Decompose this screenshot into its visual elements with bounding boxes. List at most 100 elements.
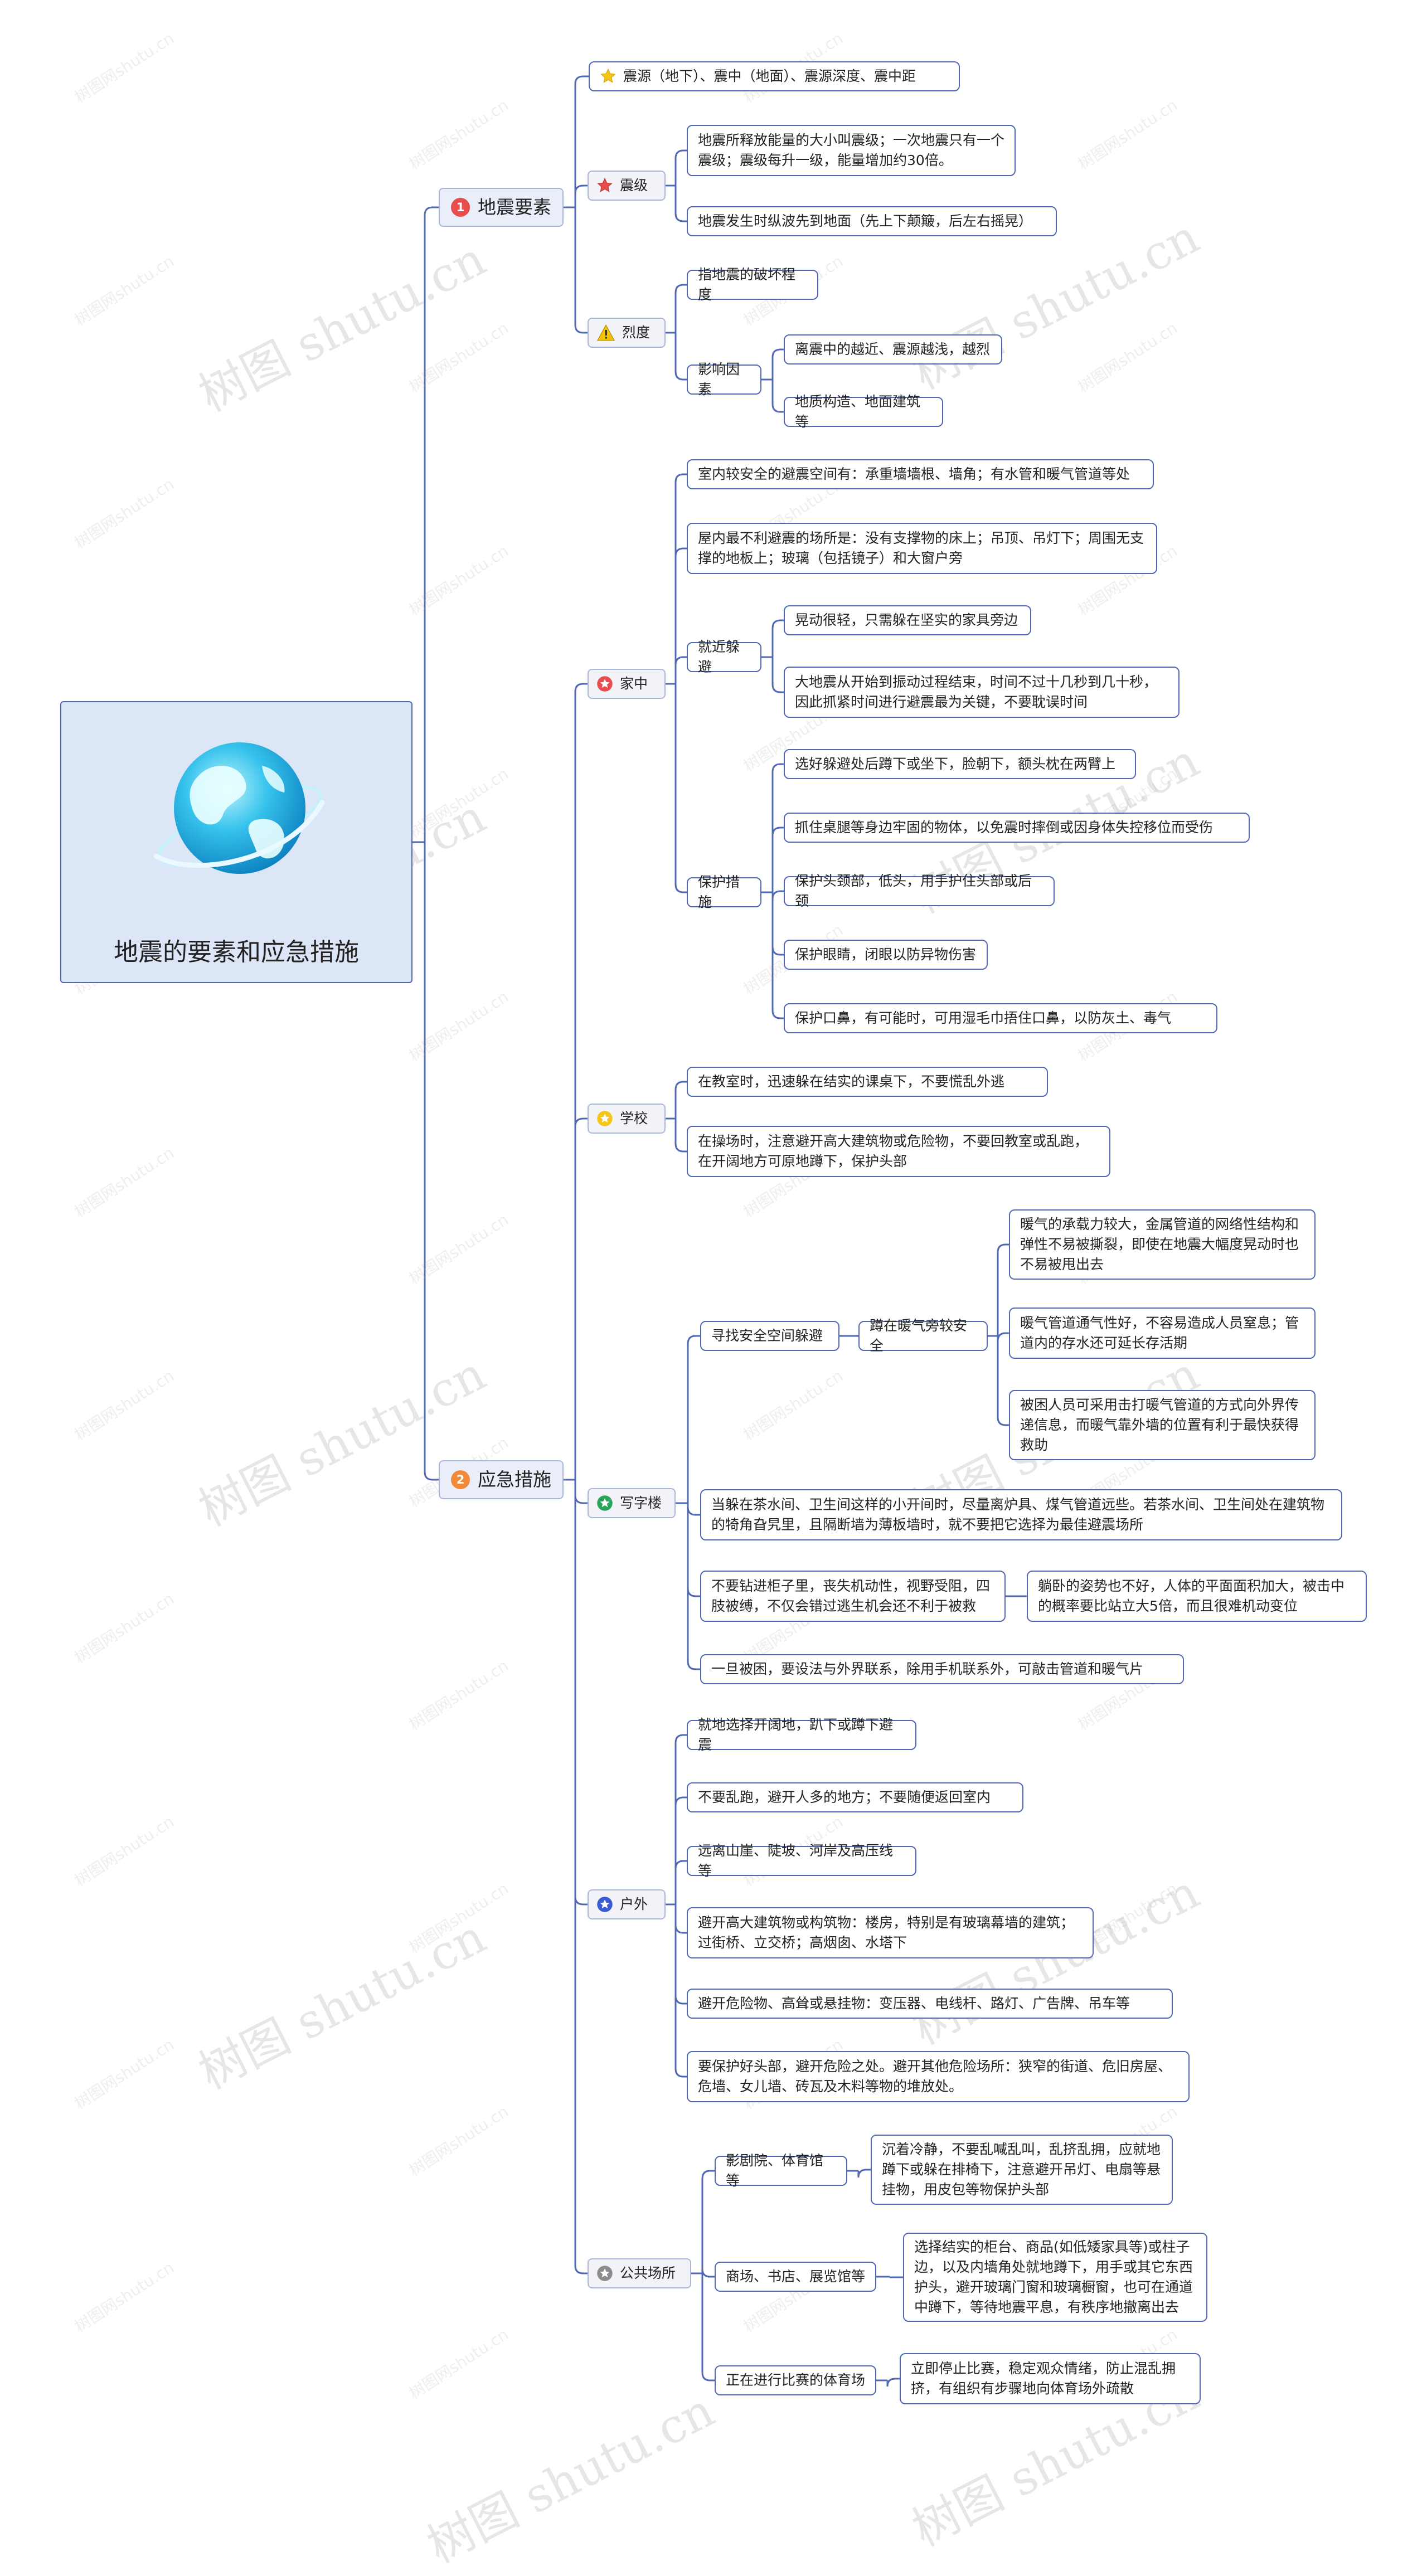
- priority-1-marker: 1: [451, 198, 470, 217]
- epicenter-terms-node[interactable]: 震源（地下）、震中（地面）、震源深度、震中距: [589, 61, 960, 91]
- connector-line: [691, 2171, 715, 2380]
- connector-line: [666, 150, 687, 221]
- heater-ventilation-node[interactable]: 暖气管道通气性好，不容易造成人员窒息；管道内的存水还可延长存活期: [1009, 1308, 1316, 1359]
- office-building-node[interactable]: 写字楼: [588, 1488, 676, 1518]
- geology-building-node[interactable]: 地质构造、地面建筑等: [784, 397, 943, 427]
- node-text: 暖气的承载力较大，金属管道的网络性结构和弹性不易被撕裂，即使在地震大幅度晃动时也…: [1020, 1214, 1304, 1275]
- branch-label: 应急措施: [478, 1470, 551, 1490]
- connector-line: [761, 620, 784, 692]
- star-icon: [596, 675, 613, 692]
- avoid-cabinet-node[interactable]: 不要钻进柜子里，丧失机动性，视野受阻，四肢被缚，不仅会错过逃生机会还不利于被救: [700, 1571, 1006, 1622]
- protect-head-outdoor-node[interactable]: 要保护好头部，避开危险之处。避开其他危险场所：狭窄的街道、危旧房屋、危墙、女儿墙…: [687, 2051, 1190, 2102]
- tall-buildings-node[interactable]: 避开高大建筑物或构筑物：楼房，特别是有玻璃幕墙的建筑；过街桥、立交桥；高烟囱、水…: [687, 1907, 1094, 1958]
- node-text: 晃动很轻，只需躲在坚实的家具旁边: [795, 610, 1018, 630]
- node-text: 要保护好头部，避开危险之处。避开其他危险场所：狭窄的街道、危旧房屋、危墙、女儿墙…: [698, 2057, 1178, 2097]
- branch-earthquake-elements[interactable]: 1 地震要素: [439, 188, 564, 227]
- node-text: 远离山崖、陡坡、河岸及高压线等: [698, 1841, 905, 1881]
- trapped-signal-node[interactable]: 一旦被困，要设法与外界联系，除用手机联系外，可敲击管道和暖气片: [700, 1654, 1184, 1684]
- node-text: 就地选择开阔地，趴下或蹲下避震: [698, 1715, 905, 1755]
- node-text: 影剧院、体育馆等: [726, 2151, 836, 2191]
- connector-line: [666, 474, 687, 892]
- star-icon: [596, 1495, 613, 1511]
- wave-arrival-node[interactable]: 地震发生时纵波先到地面（先上下颠簸，后左右摇晃）: [687, 206, 1057, 236]
- node-text: 在操场时，注意避开高大建筑物或危险物，不要回教室或乱跑，在开阔地方可原地蹲下，保…: [698, 1131, 1099, 1172]
- light-shaking-node[interactable]: 晃动很轻，只需躲在坚实的家具旁边: [784, 605, 1031, 635]
- node-text: 学校: [620, 1109, 648, 1129]
- intensity-node[interactable]: 烈度: [588, 318, 666, 348]
- hazards-node[interactable]: 避开危险物、高耸或悬挂物：变压器、电线杆、路灯、广告牌、吊车等: [687, 1989, 1173, 2019]
- on-playground-node[interactable]: 在操场时，注意避开高大建筑物或危险物，不要回教室或乱跑，在开阔地方可原地蹲下，保…: [687, 1126, 1110, 1177]
- take-cover-nearby-node[interactable]: 就近躲避: [687, 642, 761, 672]
- node-text: 大地震从开始到振动过程结束，时间不过十几秒到几十秒，因此抓紧时间进行避震最为关键…: [795, 672, 1168, 712]
- protect-eyes-node[interactable]: 保护眼睛，闭眼以防异物伤害: [784, 940, 988, 970]
- connector-line: [761, 349, 784, 412]
- node-text: 公共场所: [620, 2263, 676, 2283]
- node-text: 影响因素: [698, 359, 750, 400]
- connector-line: [988, 1245, 1009, 1425]
- star-icon: [596, 177, 613, 194]
- node-text: 暖气管道通气性好，不容易造成人员窒息；管道内的存水还可延长存活期: [1020, 1313, 1304, 1353]
- star-icon: [596, 1896, 613, 1913]
- no-running-node[interactable]: 不要乱跑，避开人多的地方；不要随便返回室内: [687, 1782, 1023, 1812]
- node-text: 一旦被困，要设法与外界联系，除用手机联系外，可敲击管道和暖气片: [711, 1659, 1143, 1679]
- hold-furniture-node[interactable]: 抓住桌腿等身边牢固的物体，以免震时摔倒或因身体失控移位而受伤: [784, 813, 1250, 843]
- node-text: 地质构造、地面建筑等: [795, 392, 932, 432]
- heater-signal-node[interactable]: 被困人员可采用击打暖气管道的方式向外界传递信息，而暖气靠外墙的位置有利于最快获得…: [1009, 1390, 1316, 1460]
- node-text: 商场、书店、展览馆等: [726, 2267, 865, 2287]
- distance-depth-node[interactable]: 离震中的越近、震源越浅，越烈: [784, 334, 1002, 364]
- small-room-node[interactable]: 当躲在茶水间、卫生间这样的小开间时，尽量离炉具、煤气管道远些。若茶水间、卫生间处…: [700, 1489, 1342, 1540]
- node-text: 蹲在暖气旁较安全: [870, 1316, 977, 1356]
- root-node[interactable]: 地震的要素和应急措施: [60, 701, 412, 983]
- protective-measures-node[interactable]: 保护措施: [687, 877, 761, 907]
- node-text: 寻找安全空间躲避: [711, 1326, 823, 1346]
- connector-line: [676, 1336, 700, 1669]
- mall-bookstore-node[interactable]: 商场、书店、展览馆等: [715, 2262, 876, 2292]
- home-node[interactable]: 家中: [588, 669, 666, 699]
- priority-2-marker: 2: [451, 1470, 470, 1489]
- magnitude-energy-node[interactable]: 地震所释放能量的大小叫震级；一次地震只有一个震级；震级每升一级，能量增加约30倍…: [687, 125, 1016, 176]
- intensity-definition-node[interactable]: 指地震的破坏程度: [687, 270, 818, 300]
- node-text: 就近躲避: [698, 637, 750, 677]
- in-classroom-node[interactable]: 在教室时，迅速躲在结实的课桌下，不要慌乱外逃: [687, 1067, 1048, 1097]
- unsafe-spaces-node[interactable]: 屋内最不利避震的场所是：没有支撑物的床上；吊顶、吊灯下；周围无支撑的地板上；玻璃…: [687, 523, 1157, 574]
- node-text: 不要钻进柜子里，丧失机动性，视野受阻，四肢被缚，不仅会错过逃生机会还不利于被救: [711, 1576, 994, 1616]
- lying-posture-node[interactable]: 躺卧的姿势也不好，人体的平面面积加大，被击中的概率要比站立大5倍，而且很难机动变…: [1027, 1571, 1367, 1622]
- node-text: 在教室时，迅速躲在结实的课桌下，不要慌乱外逃: [698, 1072, 1004, 1092]
- cliffs-slopes-node[interactable]: 远离山崖、陡坡、河岸及高压线等: [687, 1846, 916, 1876]
- influence-factors-node[interactable]: 影响因素: [687, 364, 761, 395]
- school-node[interactable]: 学校: [588, 1104, 666, 1134]
- node-text: 保护措施: [698, 872, 750, 912]
- node-text: 家中: [620, 674, 648, 694]
- connector-line: [666, 1735, 687, 2077]
- connector-line: [564, 684, 588, 2273]
- protect-head-node[interactable]: 保护头颈部，低头，用手护住头部或后颈: [784, 876, 1055, 906]
- node-text: 写字楼: [620, 1493, 662, 1513]
- protect-mouth-nose-node[interactable]: 保护口鼻，有可能时，可用湿毛巾捂住口鼻，以防灰土、毒气: [784, 1003, 1217, 1033]
- crouch-down-node[interactable]: 选好躲避处后蹲下或坐下，脸朝下，额头枕在两臂上: [784, 749, 1136, 779]
- node-text: 避开高大建筑物或构筑物：楼房，特别是有玻璃幕墙的建筑；过街桥、立交桥；高烟囱、水…: [698, 1913, 1083, 1953]
- mall-advice-node[interactable]: 选择结实的柜台、商品(如低矮家具等)或柱子边，以及内墙角处就地蹲下，用手或其它东…: [903, 2233, 1207, 2322]
- stadium-advice-node[interactable]: 立即停止比赛，稳定观众情绪，防止混乱拥挤，有组织有步骤地向体育场外疏散: [900, 2353, 1201, 2404]
- theater-stadium-node[interactable]: 影剧院、体育馆等: [715, 2156, 847, 2186]
- open-ground-node[interactable]: 就地选择开阔地，趴下或蹲下避震: [687, 1720, 916, 1750]
- near-heater-node[interactable]: 蹲在暖气旁较安全: [858, 1321, 988, 1351]
- theater-advice-node[interactable]: 沉着冷静，不要乱喊乱叫，乱挤乱拥，应就地蹲下或躲在排椅下，注意避开吊灯、电扇等悬…: [871, 2135, 1173, 2205]
- connector-line: [666, 285, 687, 380]
- node-text: 抓住桌腿等身边牢固的物体，以免震时摔倒或因身体失控移位而受伤: [795, 818, 1213, 838]
- node-text: 正在进行比赛的体育场: [726, 2370, 865, 2390]
- star-icon: [596, 1110, 613, 1127]
- connector-line: [564, 76, 589, 333]
- star-icon: [600, 68, 617, 85]
- quick-reaction-node[interactable]: 大地震从开始到振动过程结束，时间不过十几秒到几十秒，因此抓紧时间进行避震最为关键…: [784, 667, 1180, 718]
- branch-emergency-measures[interactable]: 2 应急措施: [439, 1460, 564, 1499]
- safe-spaces-node[interactable]: 室内较安全的避震空间有：承重墙墙根、墙角；有水管和暖气管道等处: [687, 459, 1154, 489]
- find-safe-space-node[interactable]: 寻找安全空间躲避: [700, 1321, 839, 1351]
- stadium-match-node[interactable]: 正在进行比赛的体育场: [715, 2365, 876, 2395]
- node-text: 保护口鼻，有可能时，可用湿毛巾捂住口鼻，以防灰土、毒气: [795, 1008, 1171, 1028]
- node-text: 被困人员可采用击打暖气管道的方式向外界传递信息，而暖气靠外墙的位置有利于最快获得…: [1020, 1395, 1304, 1455]
- heater-strength-node[interactable]: 暖气的承载力较大，金属管道的网络性结构和弹性不易被撕裂，即使在地震大幅度晃动时也…: [1009, 1209, 1316, 1280]
- public-places-node[interactable]: 公共场所: [588, 2258, 691, 2288]
- outdoor-node[interactable]: 户外: [588, 1889, 666, 1919]
- magnitude-node[interactable]: 震级: [588, 171, 666, 201]
- connector-line: [847, 2170, 871, 2178]
